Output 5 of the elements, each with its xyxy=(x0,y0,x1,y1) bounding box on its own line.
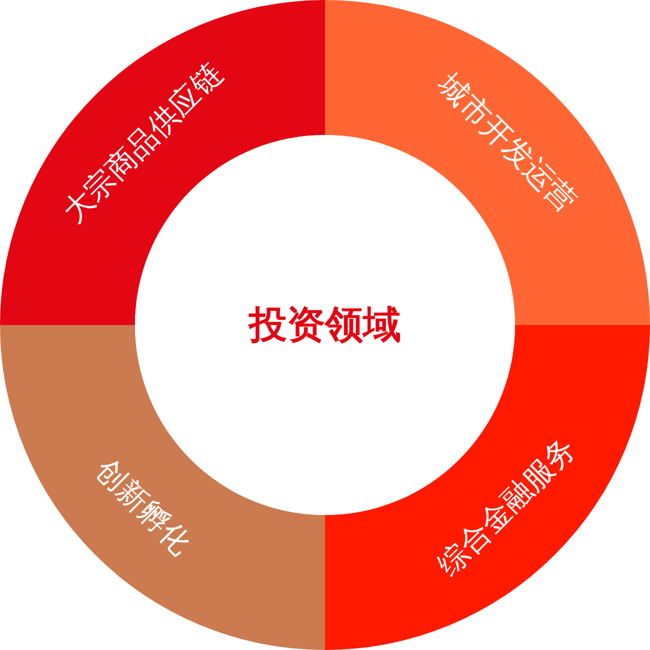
segment-label: 大宗商品供应链 xyxy=(56,56,228,228)
segment-label: 创新孵化 xyxy=(88,453,197,562)
segment-label: 城市开发运营 xyxy=(432,67,583,218)
center-title: 投资领域 xyxy=(249,302,401,348)
segment-label: 综合金融服务 xyxy=(432,432,583,583)
